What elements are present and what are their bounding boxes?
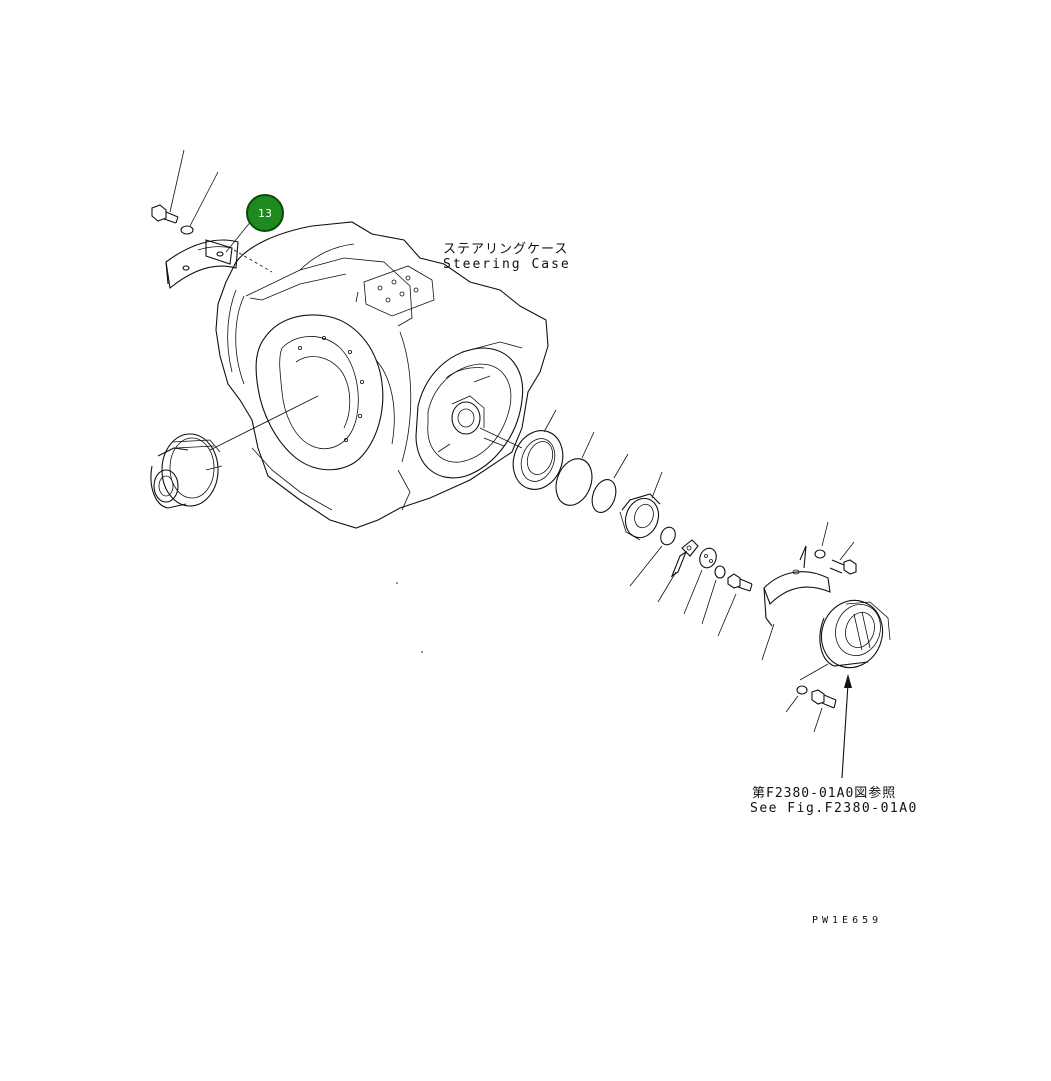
leader-cover-plate-right bbox=[761, 623, 775, 661]
o-ring-large bbox=[555, 458, 593, 506]
leader-bearing-nut bbox=[651, 471, 663, 499]
cover-plate-right bbox=[763, 545, 831, 627]
bolt-top-left bbox=[151, 204, 179, 224]
bolt-bottom-right bbox=[811, 689, 837, 709]
leader-o-ring-large bbox=[581, 431, 595, 459]
washer-top-right bbox=[814, 549, 826, 559]
speck bbox=[421, 651, 423, 653]
steering-case-body bbox=[215, 221, 549, 529]
leader-hub-plate bbox=[799, 663, 829, 681]
leader-washer-top-right bbox=[821, 521, 829, 547]
leader-o-ring-small bbox=[613, 453, 629, 479]
leader-bolt-bottom-right bbox=[813, 707, 823, 733]
cover-plate-top-left bbox=[165, 239, 239, 290]
flange-coupling-left bbox=[150, 433, 223, 509]
leader-washer-bottom-right bbox=[785, 695, 799, 713]
steering-case-label-en: Steering Case bbox=[443, 257, 571, 272]
leader-washer-right bbox=[701, 579, 717, 625]
see-figure-label-en: See Fig.F2380-01A0 bbox=[750, 801, 918, 816]
assembly-dashed-line-top bbox=[233, 249, 273, 273]
washer-small bbox=[660, 526, 676, 546]
washer-bottom-right bbox=[796, 685, 808, 695]
leader-bolt-top-right bbox=[839, 541, 855, 561]
washer-top-left bbox=[180, 225, 194, 235]
o-ring-small bbox=[591, 479, 617, 513]
lock-plate bbox=[670, 539, 699, 578]
drawing-number: PW1E659 bbox=[812, 915, 883, 926]
leader-bolt-right bbox=[717, 593, 737, 637]
hub-assembly-ref bbox=[819, 599, 891, 669]
leader-lines-top-left bbox=[169, 149, 253, 253]
leader-flange-to-case bbox=[209, 395, 319, 451]
axis-line-right bbox=[479, 427, 523, 449]
leader-washer-small bbox=[629, 545, 663, 587]
leader-spacer-plate bbox=[683, 569, 703, 615]
bearing-nut bbox=[619, 493, 661, 541]
washer-right bbox=[714, 565, 726, 579]
spacer-plate bbox=[699, 547, 717, 569]
leader-seal bbox=[543, 409, 557, 433]
reference-arrow bbox=[841, 674, 852, 779]
part-callout-13[interactable]: 13 bbox=[246, 194, 284, 232]
steering-case-label-jp: ステアリングケース bbox=[443, 242, 569, 257]
speck bbox=[396, 582, 398, 584]
see-figure-label-jp: 第F2380-01A0図参照 bbox=[752, 786, 897, 801]
oil-seal bbox=[512, 430, 564, 490]
bolt-right bbox=[727, 573, 753, 592]
leader-lock-plate bbox=[657, 571, 677, 603]
bolt-top-right bbox=[829, 559, 857, 575]
